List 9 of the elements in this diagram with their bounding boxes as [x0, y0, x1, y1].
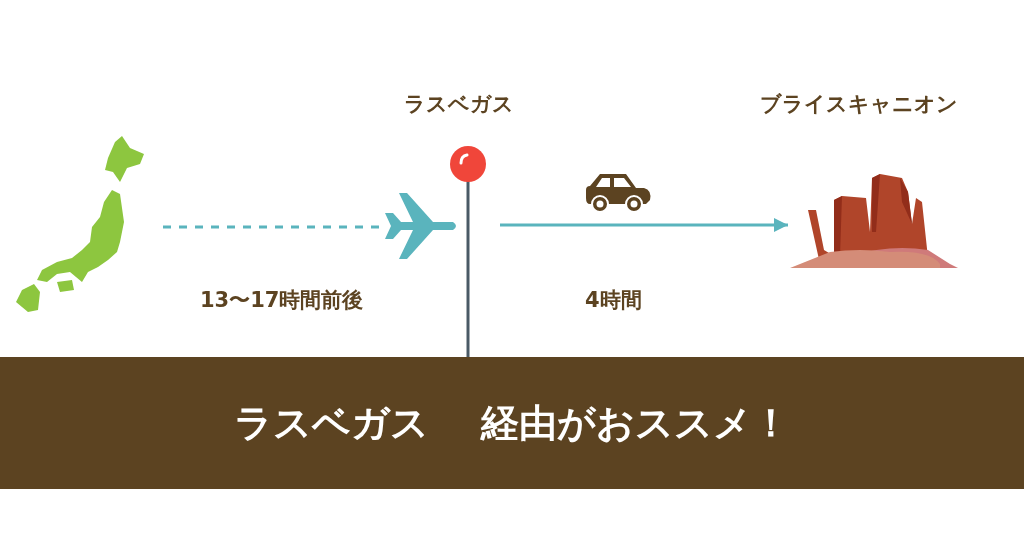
banner-band [0, 357, 1024, 489]
connector-line [163, 225, 381, 229]
place-name: ラスベガス [404, 92, 514, 118]
banner-text: 経由がおススメ！ [481, 399, 790, 447]
place-name: ブライスキャニオン [760, 92, 958, 118]
travel-time: 4時間 [585, 288, 642, 314]
banner-text: ラスベガス [234, 399, 429, 447]
travel-time: 13〜17時間前後 [200, 288, 364, 314]
arrow [500, 218, 788, 232]
